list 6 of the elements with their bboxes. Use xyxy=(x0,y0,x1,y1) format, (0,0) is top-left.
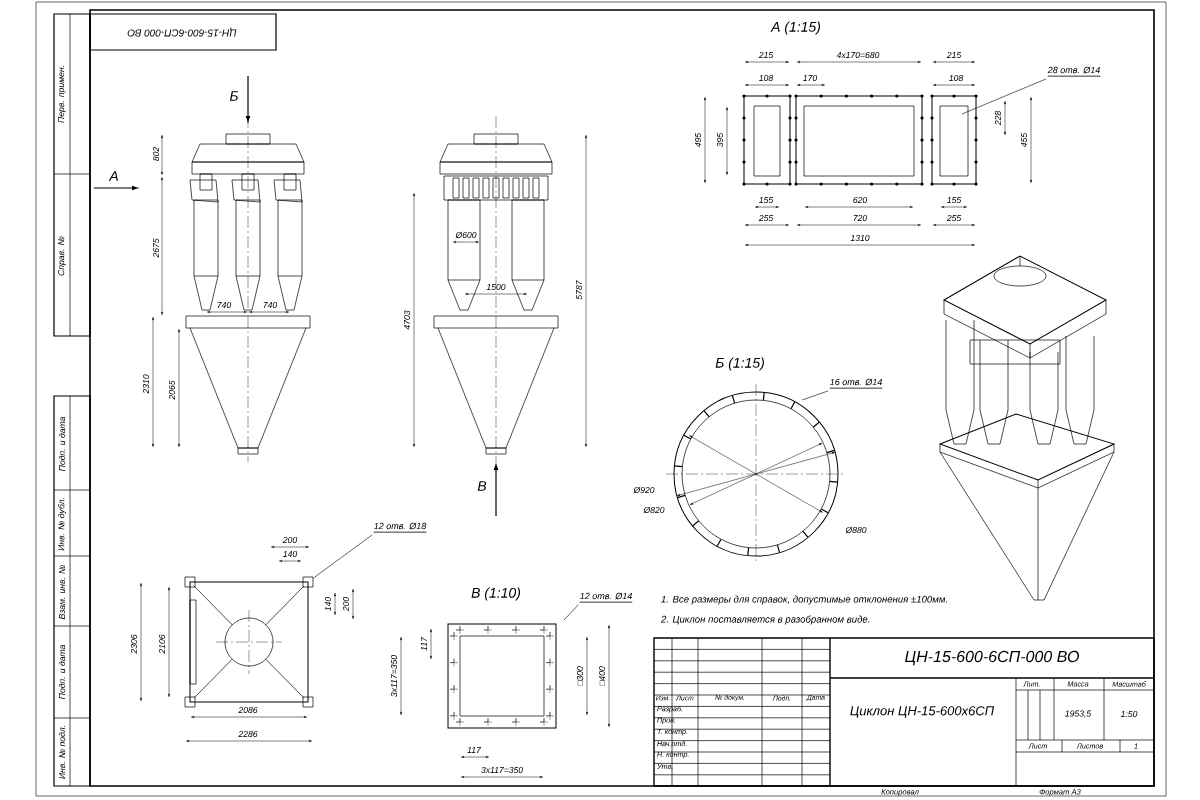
leader-line xyxy=(563,604,579,621)
leader-line xyxy=(961,78,1047,115)
bolt-pad xyxy=(302,576,314,588)
leader-line xyxy=(801,390,829,401)
drawing-number: ЦН-15-600-6СП-000 ВО xyxy=(905,650,1080,666)
leader-line xyxy=(313,534,373,579)
